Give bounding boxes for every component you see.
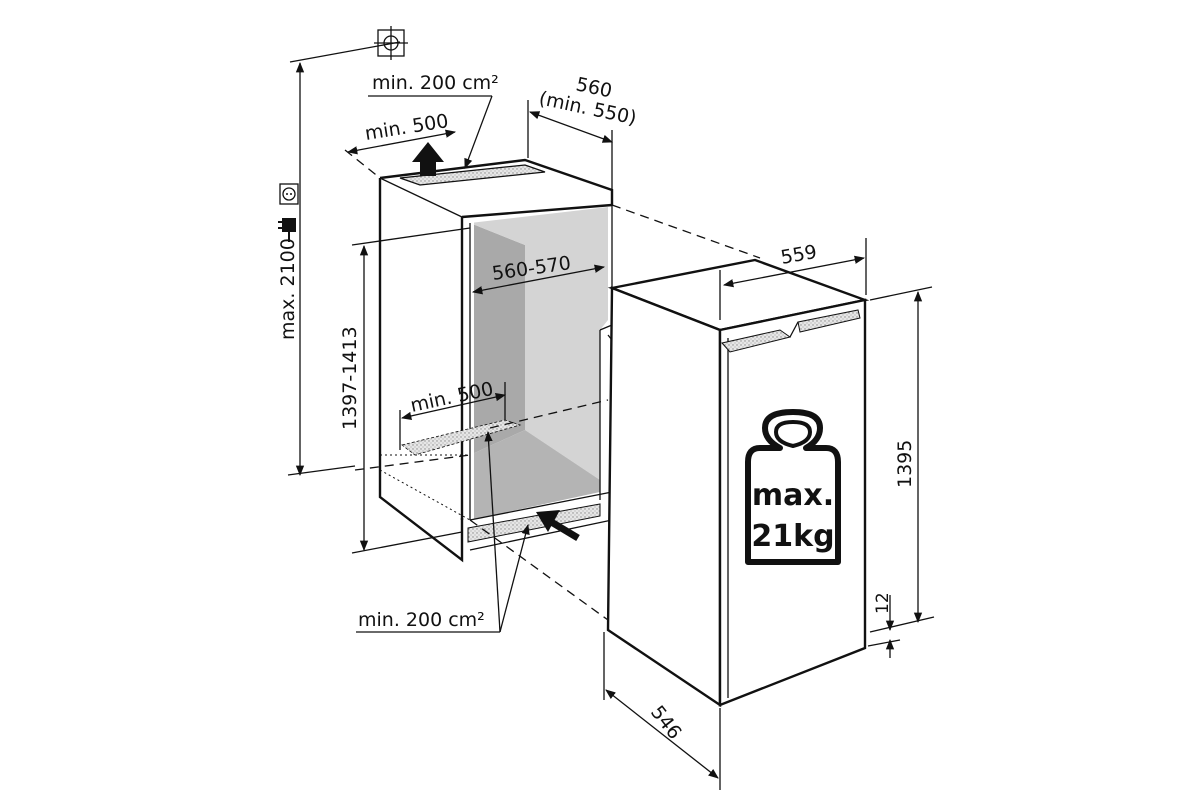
label-appliance-width: 559 (779, 241, 819, 269)
projection-lines (344, 149, 761, 621)
dim-inner-width (471, 264, 606, 295)
label-niche-height: 1397-1413 (339, 326, 361, 430)
dim-bottom-vent (356, 430, 530, 633)
dim-appliance-width (719, 238, 867, 320)
weight-label-line1: max. (752, 478, 834, 513)
dim-top-depth (346, 129, 457, 155)
weight-icon (745, 409, 841, 565)
niche-floor (470, 430, 600, 520)
appliance-side (606, 286, 722, 708)
dim-niche-height (351, 227, 471, 554)
label-appliance-height: 1395 (894, 440, 916, 488)
dim-niche-width (527, 100, 613, 190)
label-gap: 12 (873, 592, 893, 614)
dim-top-vent (368, 95, 493, 169)
niche-left-wall (470, 223, 525, 455)
dim-gap (867, 595, 901, 658)
label-top-depth: min. 500 (363, 110, 450, 145)
top-vent-grille (399, 164, 546, 186)
niche (378, 158, 614, 563)
vent-arrow-up-icon (412, 142, 444, 176)
appliance-top-grille-right (797, 309, 861, 333)
vent-arrow-in-icon (536, 510, 580, 542)
dim-bottom-depth (399, 382, 507, 450)
label-top-vent-area: min. 200 cm² (372, 72, 499, 94)
weight-label-line2: 21kg (751, 519, 834, 554)
label-appliance-depth: 546 (646, 702, 686, 744)
dim-appliance-depth (603, 632, 721, 790)
socket-icon (279, 183, 299, 205)
plug-icon (278, 218, 296, 242)
center-cross-icon (374, 26, 408, 60)
dim-max-height (287, 41, 401, 477)
floor-vent (401, 419, 522, 456)
dim-appliance-height (869, 286, 935, 633)
label-bottom-vent-area: min. 200 cm² (358, 609, 485, 631)
label-max-height: max. 2100 (277, 238, 299, 340)
